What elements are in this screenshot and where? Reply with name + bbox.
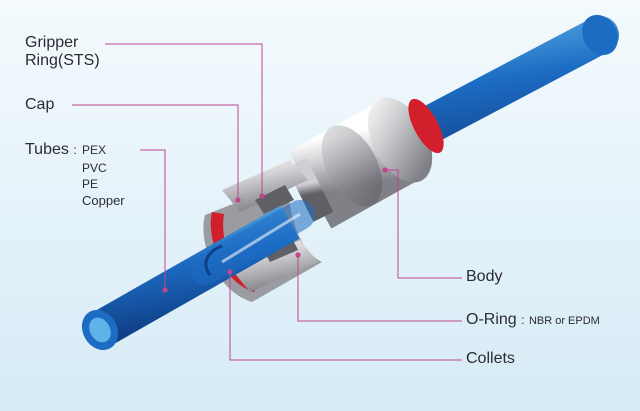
label-o-ring-colon: : [521, 313, 525, 327]
tube-end-bore [89, 317, 111, 343]
label-tubes-name: Tubes [25, 141, 69, 158]
label-tubes: Tubes : [25, 141, 77, 159]
tube-type-pex: PEX [82, 143, 107, 157]
leader-lines [72, 43, 462, 361]
upper-seal-ring [408, 98, 444, 154]
leader-gripper [105, 43, 263, 196]
o-ring-seal [210, 212, 258, 292]
label-cap: Cap [25, 96, 55, 113]
label-gripper-ring: Gripper Ring(STS) [25, 34, 100, 71]
label-o-ring-name: O-Ring [466, 311, 517, 328]
label-tubes-colon: : [73, 143, 77, 157]
tube-type-pe: PE [82, 177, 99, 191]
leader-oring [297, 255, 462, 322]
leader-tubes [140, 149, 166, 290]
fitting-body [286, 97, 444, 229]
label-o-ring-material: NBR or EPDM [528, 315, 600, 327]
label-collets: Collets [466, 350, 515, 367]
label-gripper-line1: Gripper [25, 34, 79, 51]
label-o-ring: O-Ring : NBR or EPDM [466, 311, 600, 329]
leader-collets [229, 272, 462, 361]
leader-dots [162, 167, 388, 293]
label-gripper-line2: Ring(STS) [25, 52, 100, 70]
label-body: Body [466, 268, 503, 285]
tube-type-pvc: PVC [82, 161, 107, 175]
lower-tube [81, 200, 315, 351]
tube-type-copper: Copper [82, 193, 125, 208]
leader-cap [72, 104, 239, 200]
leader-body [385, 169, 462, 279]
